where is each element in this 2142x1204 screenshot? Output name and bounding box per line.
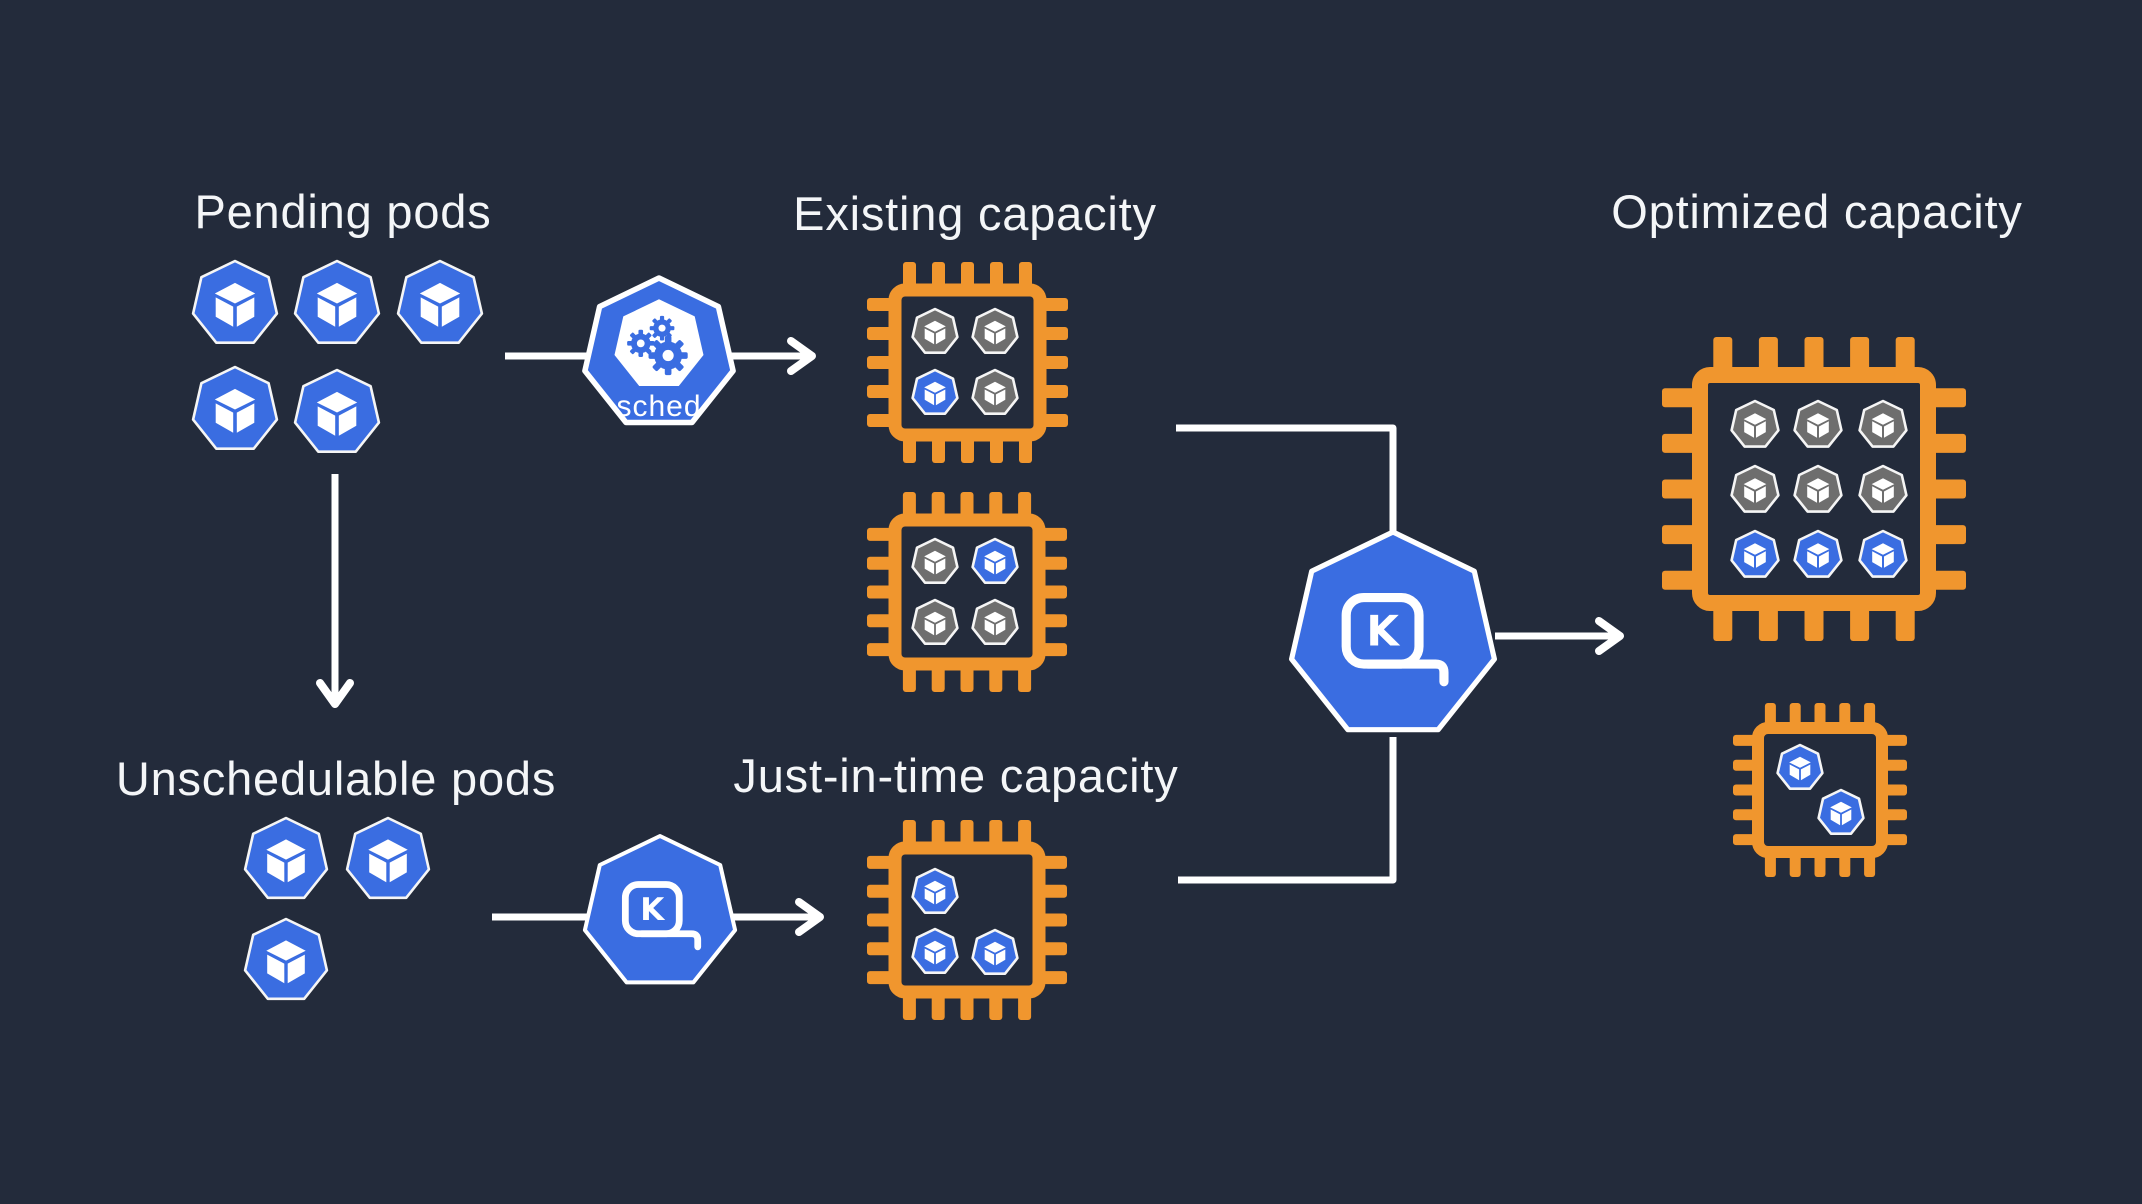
pod-icon-blue <box>191 259 279 345</box>
scheduler-label: sched <box>616 390 701 423</box>
pod-icon-gray <box>1858 464 1908 513</box>
karpenter-icon-small: K <box>582 834 738 985</box>
pod-icon-blue <box>911 368 959 416</box>
pod-icon-gray <box>1793 399 1843 448</box>
diagram-labels: Pending pods Existing capacity Optimized… <box>116 185 2022 805</box>
pod-icon-gray <box>1730 464 1780 513</box>
diagram-shapes: KK <box>191 259 1966 1020</box>
label-pending-pods: Pending pods <box>194 185 491 238</box>
optimized-capacity-chip-small <box>1733 703 1907 877</box>
jit-capacity-chip <box>867 820 1067 1020</box>
pod-icon-blue <box>345 816 431 900</box>
connector-existing-to-karpenter <box>1176 424 1397 537</box>
pod-icon-blue <box>1858 529 1908 578</box>
optimized-capacity-chip-large <box>1662 337 1966 641</box>
pod-icon-gray <box>911 307 959 355</box>
gear-icon <box>627 329 655 357</box>
pod-icon-gray <box>911 537 959 585</box>
pod-icon-gray <box>971 598 1019 646</box>
scheduler-icon <box>582 275 736 426</box>
pod-icon-blue <box>971 928 1019 976</box>
pod-icon-blue <box>243 917 329 1001</box>
pod-icon-gray <box>1793 464 1843 513</box>
pod-icon-blue <box>911 927 959 975</box>
svg-text:K: K <box>640 892 665 928</box>
pod-icon-gray <box>971 307 1019 355</box>
pending-pods-group <box>191 259 484 454</box>
svg-text:K: K <box>1366 606 1400 655</box>
pod-icon-gray <box>1858 399 1908 448</box>
arrow-karpenter-to-optimized <box>1495 617 1624 655</box>
existing-capacity-chip-2 <box>867 492 1067 692</box>
unschedulable-pods-group <box>243 816 431 1001</box>
pod-icon-gray <box>911 598 959 646</box>
gear-icon <box>649 315 675 341</box>
pod-icon-blue <box>191 365 279 451</box>
label-jit-capacity: Just-in-time capacity <box>733 749 1178 802</box>
label-unschedulable-pods: Unschedulable pods <box>116 752 556 805</box>
label-existing-capacity: Existing capacity <box>793 187 1157 240</box>
pod-icon-blue <box>243 816 329 900</box>
pod-icon-blue <box>1730 529 1780 578</box>
pod-icon-blue <box>1793 529 1843 578</box>
pod-icon-blue <box>293 259 381 345</box>
label-optimized-capacity: Optimized capacity <box>1611 185 2022 238</box>
gear-icon <box>648 335 688 376</box>
arrow-pending-to-unschedulable <box>316 474 354 708</box>
pod-icon-blue <box>971 537 1019 585</box>
pod-icon-blue <box>911 867 959 915</box>
connector-jit-to-karpenter <box>1178 737 1397 884</box>
pod-icon-gray <box>971 368 1019 416</box>
pod-icon-blue <box>1817 788 1865 836</box>
pod-icon-blue <box>396 259 484 345</box>
pod-icon-blue <box>1776 743 1824 791</box>
existing-capacity-chip-1 <box>867 262 1068 463</box>
pod-icon-blue <box>293 368 381 454</box>
karpenter-icon-central: K <box>1288 529 1498 733</box>
pod-icon-gray <box>1730 399 1780 448</box>
